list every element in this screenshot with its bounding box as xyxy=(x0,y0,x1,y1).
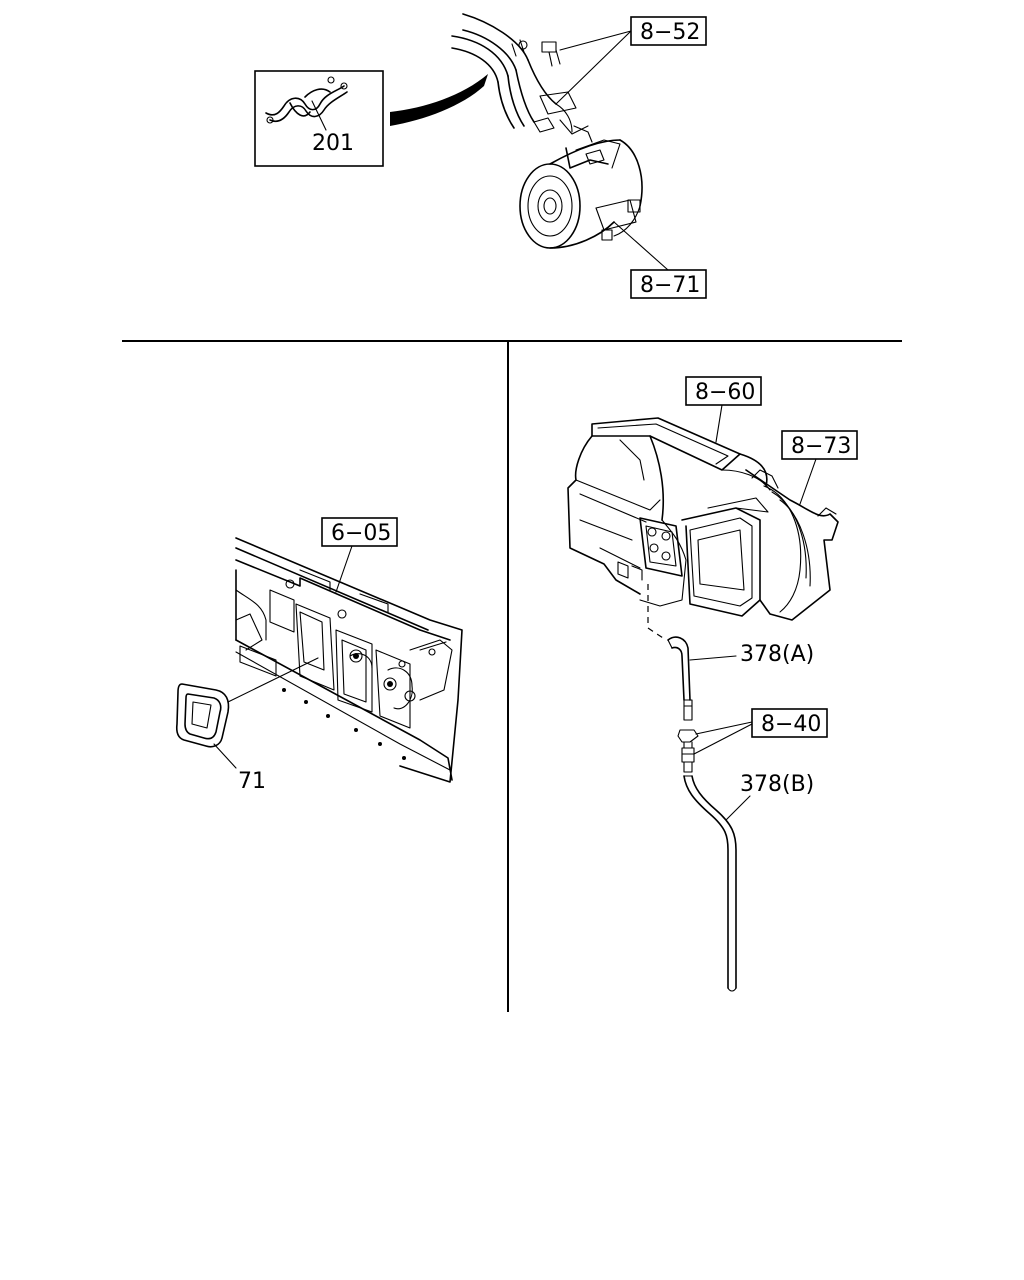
callout-378b: 378(B) xyxy=(740,772,814,797)
leader-8-60 xyxy=(715,404,723,443)
leader-8-52-a xyxy=(559,30,632,51)
blower-housing-icon xyxy=(745,469,839,621)
leader-8-40-a xyxy=(695,721,753,735)
leader-378a xyxy=(689,655,737,661)
grommet-icon xyxy=(175,683,230,748)
compressor-icon xyxy=(519,125,643,249)
callout-box-8-40 xyxy=(751,708,828,738)
callout-group-8-52: 8−52 xyxy=(555,16,707,105)
leader-8-73 xyxy=(799,458,817,505)
leader-6-05 xyxy=(335,545,353,593)
callout-box-8-60 xyxy=(685,376,762,406)
callout-box-8-71 xyxy=(630,269,707,299)
callout-group-6-05: 6−05 xyxy=(321,517,398,593)
callout-group-8-71: 8−71 xyxy=(613,221,707,299)
callout-8-40: 8−40 xyxy=(761,712,821,737)
callout-201: 201 xyxy=(312,131,354,156)
leader-71 xyxy=(213,743,237,769)
drain-outlet-dashline xyxy=(647,584,667,641)
callout-8-52: 8−52 xyxy=(640,20,700,45)
drain-fitting-icon xyxy=(677,729,699,773)
leader-201 xyxy=(311,100,327,131)
drain-hose-b-icon xyxy=(683,775,737,992)
hose-clamp-icon xyxy=(265,76,348,124)
callout-box-8-73 xyxy=(781,430,858,460)
callout-6-05: 6−05 xyxy=(331,521,391,546)
callout-8-60: 8−60 xyxy=(695,380,755,405)
callout-group-8-73: 8−73 xyxy=(781,430,858,505)
detail-pointer-arrow xyxy=(390,74,488,126)
ac-hoses xyxy=(451,13,589,135)
callout-group-8-60: 8−60 xyxy=(685,376,762,443)
heater-unit-icon xyxy=(567,417,771,617)
leader-grommet-to-panel xyxy=(227,657,319,703)
callout-box-6-05 xyxy=(321,517,398,547)
callout-8-71: 8−71 xyxy=(640,273,700,298)
callout-group-8-40: 8−40 xyxy=(693,708,828,755)
hose-clamp-inset-frame xyxy=(254,70,384,167)
leader-8-40-b xyxy=(693,723,753,755)
callout-box-8-52 xyxy=(630,16,707,46)
callout-8-73: 8−73 xyxy=(791,434,851,459)
drain-hose-icon xyxy=(667,636,693,721)
leader-8-52-b xyxy=(555,30,632,105)
callout-378a: 378(A) xyxy=(740,642,814,667)
callout-71: 71 xyxy=(238,769,266,794)
leader-8-71 xyxy=(613,221,669,271)
dash-panel-icon xyxy=(235,537,463,783)
hose-clamp-inset: 201 xyxy=(254,70,384,167)
leader-378b xyxy=(725,795,751,821)
